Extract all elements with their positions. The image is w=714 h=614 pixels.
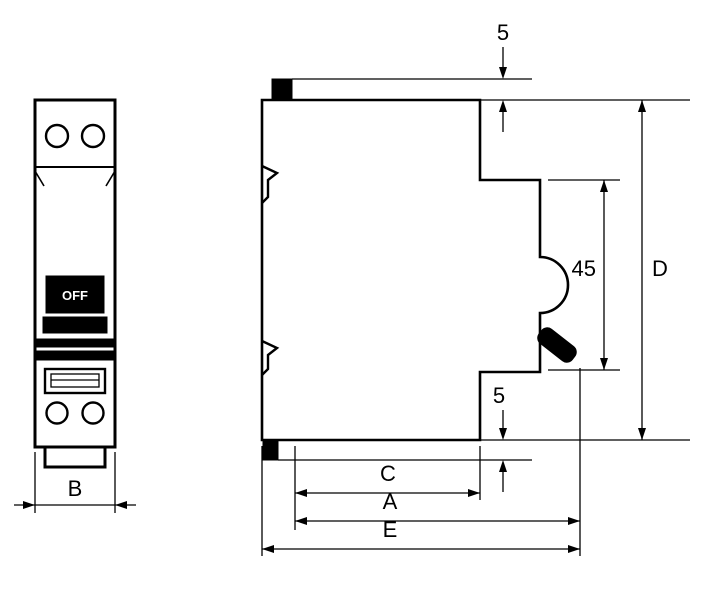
dimension-top-5: 5 bbox=[292, 20, 690, 132]
dim-label-bottom5: 5 bbox=[493, 383, 505, 408]
dim-label-d: D bbox=[652, 256, 668, 281]
arrowhead-top5-up bbox=[499, 100, 507, 112]
dim-label-b: B bbox=[68, 476, 83, 501]
toggle-switch-front bbox=[45, 275, 105, 314]
breaker-body-front bbox=[33, 98, 117, 449]
dimension-c: C bbox=[294, 446, 481, 530]
case-chamfer-right bbox=[105, 170, 116, 187]
dimension-45: 45 bbox=[548, 179, 620, 371]
dim-label-a: A bbox=[383, 489, 398, 514]
arrowhead-c-left bbox=[295, 489, 307, 497]
arrowhead-e-right bbox=[568, 545, 580, 553]
din-clip-front bbox=[43, 445, 107, 469]
rail-clip-detail-top bbox=[261, 164, 280, 204]
dimension-e: E bbox=[261, 446, 580, 556]
toggle-lever-side bbox=[537, 327, 577, 363]
arrowhead-b-left bbox=[23, 501, 35, 509]
arrowhead-d-down bbox=[638, 428, 646, 440]
dim-label-45: 45 bbox=[572, 256, 596, 281]
arrowhead-top5-down bbox=[499, 67, 507, 79]
dimension-bottom-5: 5 bbox=[278, 383, 532, 492]
toggle-rocker-bar bbox=[42, 316, 108, 334]
arrowhead-c-right bbox=[468, 489, 480, 497]
side-view: 5 45 D 5 bbox=[260, 20, 690, 556]
clip-foot-bottom bbox=[262, 439, 279, 461]
bottom-terminal-screw-left bbox=[45, 401, 69, 425]
arrowhead-a-left bbox=[295, 517, 307, 525]
case-chamfer-left bbox=[34, 170, 45, 187]
arrowhead-d-up bbox=[638, 100, 646, 112]
dim-label-c: C bbox=[380, 461, 396, 486]
label-window bbox=[43, 367, 107, 395]
rail-clip-detail-bottom bbox=[261, 339, 280, 376]
terminal-block-top bbox=[271, 78, 293, 101]
arrowhead-45-up bbox=[600, 180, 608, 192]
front-stripe-1 bbox=[34, 338, 116, 348]
dim-label-top5: 5 bbox=[497, 20, 509, 45]
off-label: OFF bbox=[62, 288, 88, 303]
breaker-body-side-profile bbox=[260, 98, 570, 442]
dimension-b: B bbox=[14, 452, 136, 513]
arrowhead-b-right bbox=[115, 501, 127, 509]
dim-label-e: E bbox=[383, 517, 398, 542]
bottom-terminal-screw-right bbox=[81, 401, 105, 425]
top-terminal-screw-right bbox=[80, 123, 106, 149]
arrowhead-e-left bbox=[262, 545, 274, 553]
dimension-d: D bbox=[480, 100, 690, 441]
arrowhead-a-right bbox=[568, 517, 580, 525]
front-stripe-2 bbox=[34, 350, 116, 361]
top-terminal-screw-left bbox=[44, 123, 70, 149]
arrowhead-bottom5-up bbox=[499, 460, 507, 472]
arrowhead-bottom5-down bbox=[499, 428, 507, 440]
dimension-a: A bbox=[295, 368, 581, 556]
arrowhead-45-down bbox=[600, 358, 608, 370]
front-view: OFF B bbox=[14, 98, 136, 513]
